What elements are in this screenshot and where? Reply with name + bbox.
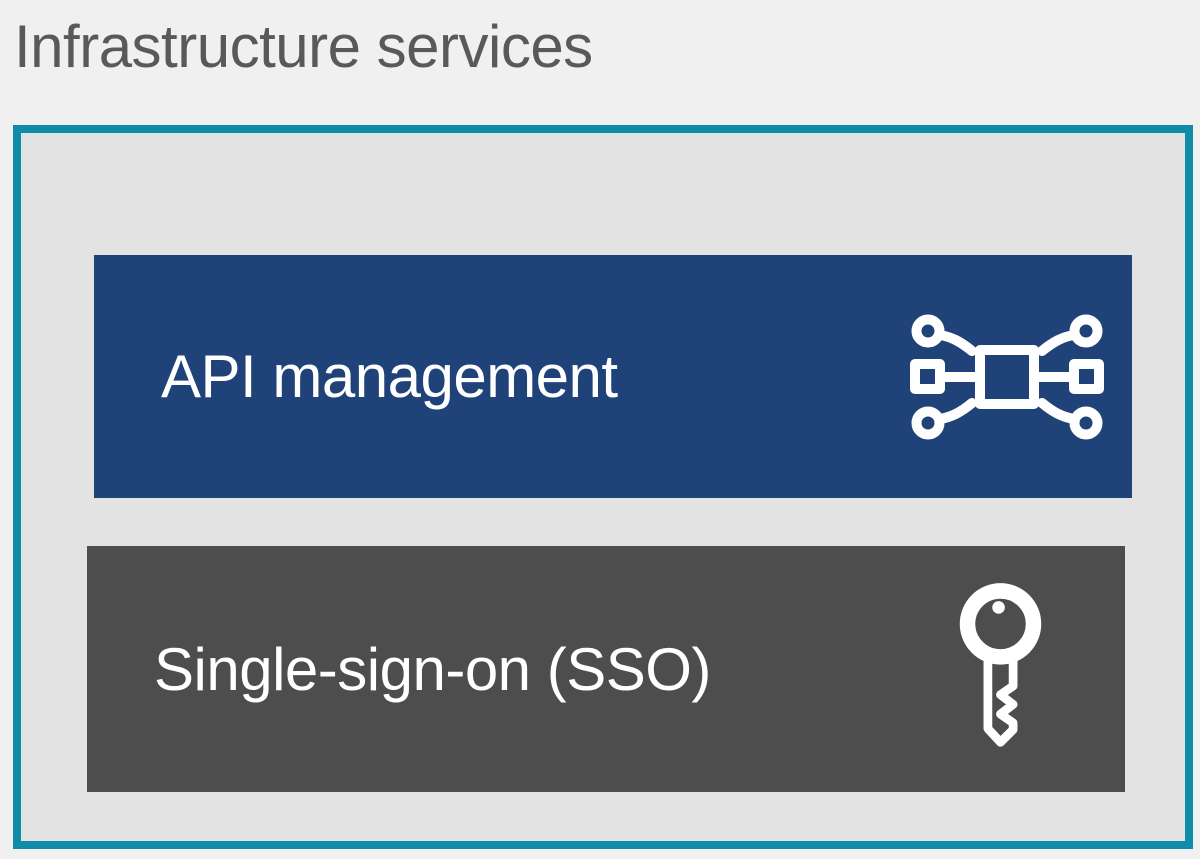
single-sign-on-tile: Single-sign-on (SSO) — [87, 546, 1125, 792]
key-icon — [952, 581, 1049, 758]
api-management-label: API management — [161, 343, 618, 410]
api-management-tile: API management — [94, 255, 1132, 498]
page-title: Infrastructure services — [14, 13, 593, 80]
single-sign-on-label: Single-sign-on (SSO) — [154, 635, 711, 703]
api-circuit-icon — [907, 307, 1107, 447]
infrastructure-services-panel: API management — [13, 125, 1193, 849]
